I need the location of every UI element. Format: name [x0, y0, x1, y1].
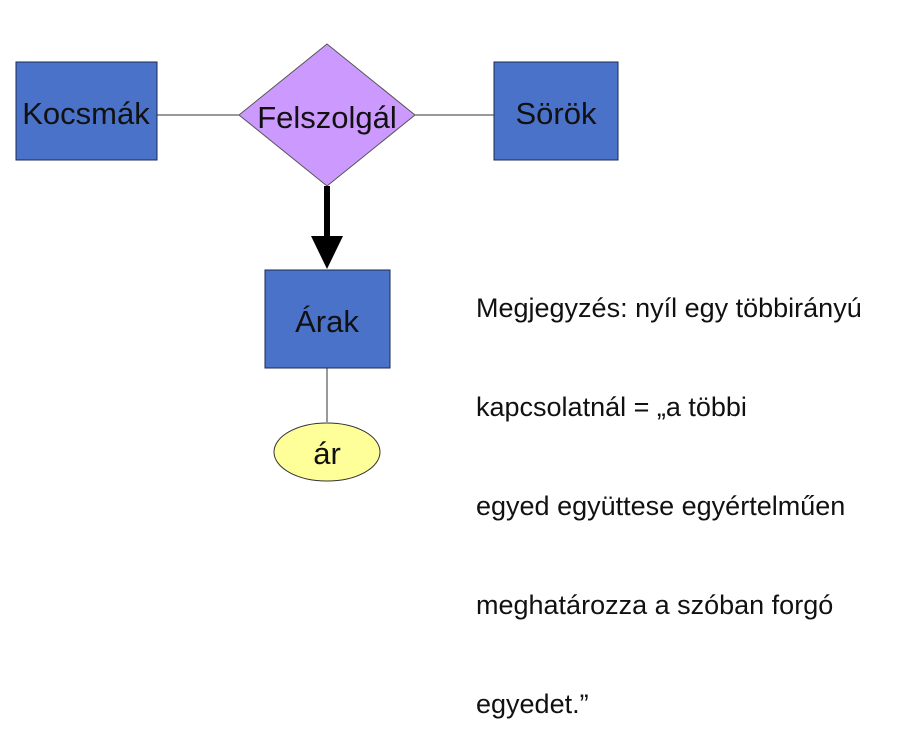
note-text: Megjegyzés: nyíl egy többirányú kapcsola… — [476, 226, 862, 754]
entity-kocsmak — [15, 61, 158, 161]
note-line: egyed együttese egyértelműen — [476, 491, 846, 521]
er-diagram: Kocsmák Sörök Felszolgál Árak ár — [15, 43, 619, 482]
relationship-felszolgal-label: Felszolgál — [257, 100, 397, 135]
entity-sorok — [493, 61, 619, 161]
arrow-head-icon — [311, 236, 343, 269]
entity-kocsmak-label: Kocsmák — [22, 96, 150, 131]
note-line: meghatározza a szóban forgó — [476, 590, 834, 620]
attribute-ar-label: ár — [313, 436, 341, 471]
attribute-ar — [273, 422, 381, 482]
note-line: Megjegyzés: nyíl egy többirányú — [476, 293, 862, 323]
entity-arak-label: Árak — [295, 304, 359, 339]
entity-sorok-label: Sörök — [516, 96, 597, 131]
note-line: kapcsolatnál = „a többi — [476, 392, 747, 422]
entity-arak — [264, 269, 391, 369]
note-line: egyedet.” — [476, 689, 589, 719]
